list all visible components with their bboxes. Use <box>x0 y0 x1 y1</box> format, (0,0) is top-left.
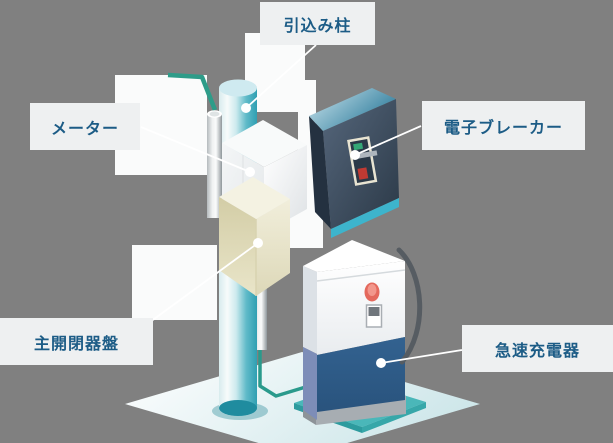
ground-plane <box>125 352 480 443</box>
electronic-breaker <box>309 88 399 238</box>
charger-label: 急速充電器 <box>462 325 613 372</box>
charging-cable <box>396 247 423 365</box>
main-switch-leader-line <box>149 242 259 323</box>
breaker-leader-line <box>354 125 422 156</box>
main-switch-label-text: 主開閉器盤 <box>33 335 119 353</box>
rapid-charger <box>294 240 426 433</box>
charger-connector-dot <box>376 358 386 368</box>
service-wire <box>167 72 218 111</box>
meter-label-text: メーター <box>50 120 119 138</box>
charger-leader-line <box>380 349 463 364</box>
breaker-indicator-green <box>353 142 364 151</box>
breaker-connector-dot <box>350 150 360 160</box>
breaker-handle <box>356 150 378 159</box>
main-switch-label: 主開閉器盤 <box>0 318 153 365</box>
meter-leader-line <box>140 126 251 173</box>
breaker-label-text: 電子ブレーカー <box>443 119 563 137</box>
main-switch-connector-dot <box>253 238 263 248</box>
connector-dots <box>241 103 386 368</box>
pole-connector-dot <box>241 103 251 113</box>
leader-lines <box>140 44 463 364</box>
breaker-label: 電子ブレーカー <box>422 101 585 150</box>
main-switch-panel <box>219 177 290 296</box>
breaker-indicator-red <box>357 167 369 180</box>
charger-label-text: 急速充電器 <box>494 342 580 360</box>
pole-label-text: 引込み柱 <box>283 17 352 35</box>
pole-leader-line <box>245 44 317 109</box>
meter-label: メーター <box>30 103 140 150</box>
pole-label: 引込み柱 <box>260 2 375 45</box>
meter-connector-dot <box>245 167 255 177</box>
conduit-pipe-left <box>207 110 222 218</box>
